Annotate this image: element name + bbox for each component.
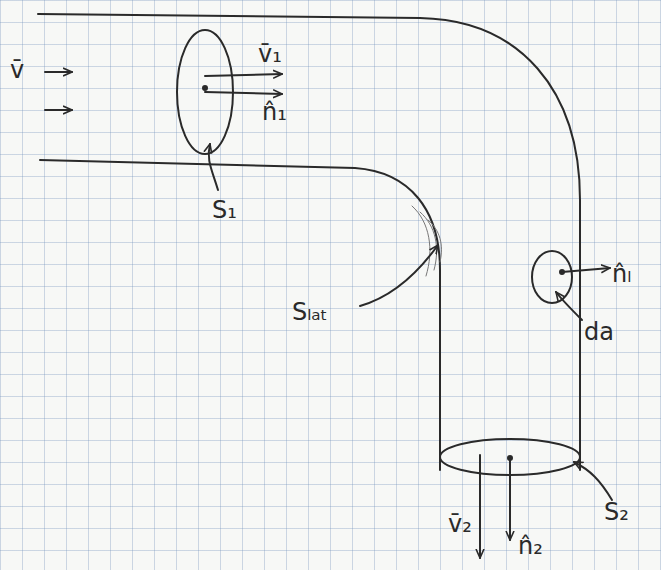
surface-label: S₁: [212, 198, 237, 222]
area-label: da: [584, 320, 614, 344]
normal-label: n̂₁: [262, 100, 287, 124]
normal-label: n̂ₗ: [612, 262, 631, 286]
vector-label: v̄₂: [448, 512, 472, 536]
vector-label: v̄: [10, 58, 24, 82]
surface-label: S₂: [604, 500, 629, 524]
surface-label: Sₗₐₜ: [292, 300, 328, 324]
normal-label: n̂₂: [518, 534, 543, 558]
vector-label: v̄₁: [258, 42, 282, 66]
